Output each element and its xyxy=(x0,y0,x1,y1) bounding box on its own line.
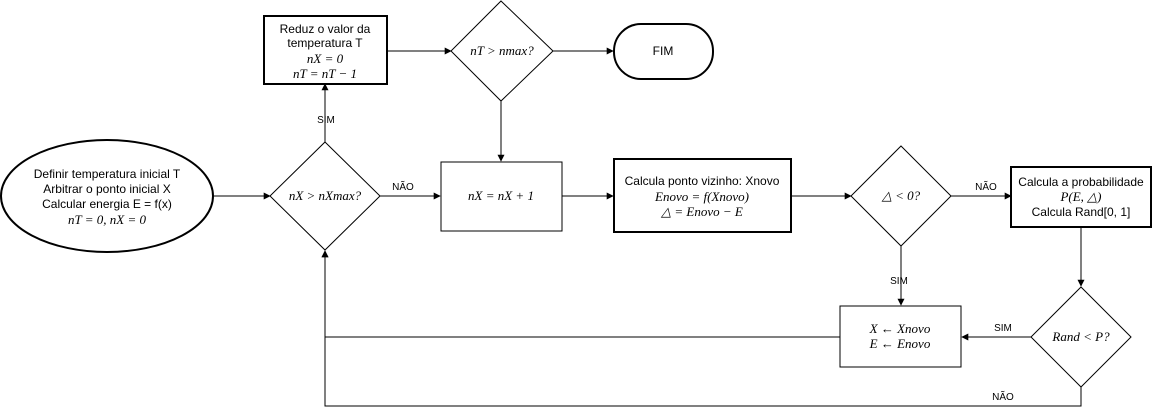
neighbor-box xyxy=(613,158,792,233)
edge-label-rand-nao: NÃO xyxy=(992,390,1014,403)
delta-decision-text: △ < 0? xyxy=(881,188,921,203)
reduce-box xyxy=(263,15,388,85)
edge-accept-to-nx-decision xyxy=(321,250,840,338)
nt-decision-node: nT > nmax? xyxy=(450,0,554,102)
edge-rand-decision-to-nx-decision xyxy=(321,250,1082,407)
accept-box xyxy=(839,305,962,368)
start-line-1: Definir temperatura inicial T xyxy=(34,167,181,181)
delta-decision-diamond xyxy=(850,145,952,247)
nt-decision-diamond xyxy=(450,0,554,102)
start-node: Definir temperatura inicial T Arbitrar o… xyxy=(0,139,214,253)
edge-label-delta-sim: SIM xyxy=(890,276,908,287)
rand-decision-diamond xyxy=(1030,286,1132,388)
increment-box xyxy=(440,161,563,232)
nx-decision-diamond xyxy=(269,141,381,251)
probability-node: Calcula a probabilidade P(E, △) Calcula … xyxy=(1010,166,1152,228)
end-terminal xyxy=(613,23,714,80)
probability-box xyxy=(1010,166,1152,228)
start-line-3: Calcular energia E = f(x) xyxy=(42,197,172,211)
delta-decision-node: △ < 0? xyxy=(850,145,952,247)
probability-line-1: Calcula a probabilidade xyxy=(1018,175,1144,189)
rand-decision-node: Rand < P? xyxy=(1030,286,1132,388)
increment-text: nX = nX + 1 xyxy=(468,188,534,203)
start-ellipse xyxy=(0,139,214,253)
increment-node: nX = nX + 1 xyxy=(440,161,563,232)
neighbor-node: Calcula ponto vizinho: Xnovo Enovo = f(X… xyxy=(613,158,792,233)
start-line-4: nT = 0, nX = 0 xyxy=(68,212,146,227)
neighbor-line-1: Calcula ponto vizinho: Xnovo xyxy=(625,174,780,188)
accept-line-1: X ← Xnovo xyxy=(869,321,931,336)
rand-decision-text: Rand < P? xyxy=(1051,329,1110,344)
edge-labels: SIM NÃO NÃO SIM SIM NÃO xyxy=(317,115,1014,403)
probability-line-2: P(E, △) xyxy=(1059,189,1101,204)
edge-label-delta-nao: NÃO xyxy=(975,180,997,193)
accept-line-2: E ← Enovo xyxy=(869,336,931,351)
reduce-line-1: Reduz o valor da xyxy=(280,22,371,36)
start-line-2: Arbitrar o ponto inicial X xyxy=(43,182,170,196)
edge-label-rand-sim: SIM xyxy=(994,323,1012,334)
edge-label-nao-right: NÃO xyxy=(392,180,414,193)
edge-label-sim-up: SIM xyxy=(317,115,335,126)
reduce-line-3: nX = 0 xyxy=(307,51,344,66)
nx-decision-node: nX > nXmax? xyxy=(269,141,381,251)
neighbor-line-3: △ = Enovo − E xyxy=(660,204,743,219)
accept-node: X ← Xnovo E ← Enovo xyxy=(839,305,962,368)
nx-decision-text: nX > nXmax? xyxy=(289,188,362,203)
probability-line-3: Calcula Rand[0, 1] xyxy=(1032,205,1131,219)
reduce-temperature-node: Reduz o valor da temperatura T nX = 0 nT… xyxy=(263,15,388,85)
reduce-line-4: nT = nT − 1 xyxy=(293,66,357,81)
reduce-line-2: temperatura T xyxy=(287,36,363,50)
end-node: FIM xyxy=(613,23,714,80)
nt-decision-text: nT > nmax? xyxy=(470,43,534,58)
end-text: FIM xyxy=(653,44,674,58)
edges xyxy=(213,47,1085,407)
neighbor-line-2: Enovo = f(Xnovo) xyxy=(654,189,749,204)
